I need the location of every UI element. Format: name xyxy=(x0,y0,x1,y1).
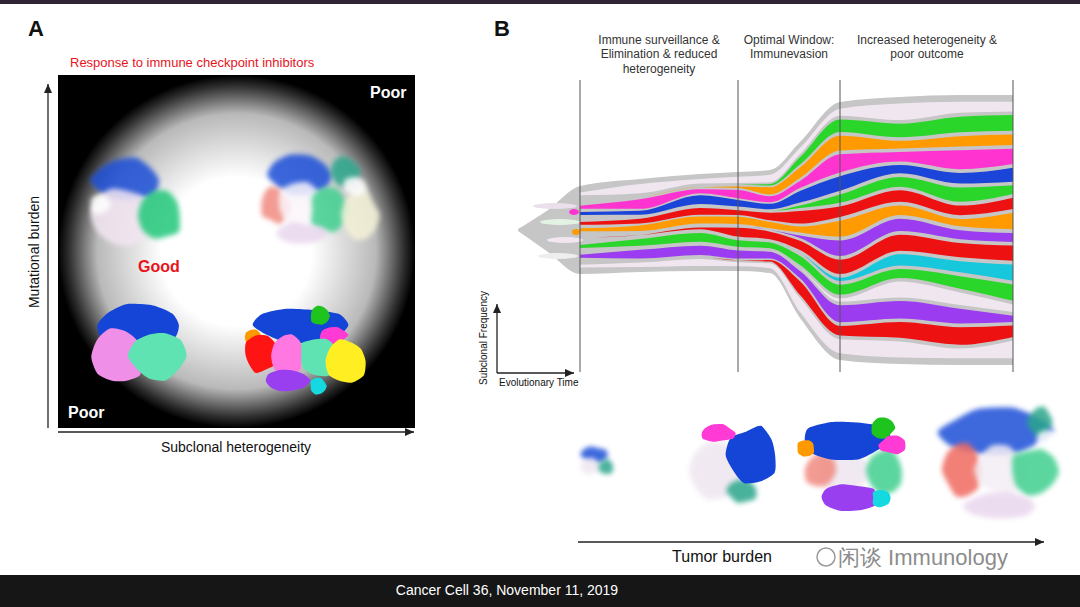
phase-divider xyxy=(738,80,739,372)
phase-header: Immune surveillance & Elimination & redu… xyxy=(584,33,734,76)
axis-label: Subclonal Frequency xyxy=(478,291,490,385)
phase-divider xyxy=(1013,80,1014,372)
watermark-icon xyxy=(817,548,835,566)
subclone xyxy=(871,417,895,438)
arrow-head xyxy=(493,304,501,313)
subclone xyxy=(797,440,814,456)
panel-letter: B xyxy=(494,16,510,42)
subclone xyxy=(266,370,311,391)
axis-line xyxy=(496,304,497,373)
blurred-subclone xyxy=(276,222,328,243)
panel-letter: A xyxy=(28,16,44,42)
axis-label: Mutational burden xyxy=(26,196,43,308)
citation-text: Cancer Cell 36, November 11, 2019 xyxy=(396,582,618,599)
subclone-band xyxy=(580,259,1013,358)
response-panel: PoorGoodPoor xyxy=(58,75,415,428)
axis-line xyxy=(497,372,574,373)
response-label: Good xyxy=(138,257,180,276)
blurred-subclone xyxy=(866,449,902,494)
watermark: 闲谈 Immunology xyxy=(838,545,1008,571)
subclone xyxy=(702,424,736,442)
subclone xyxy=(311,378,327,395)
blurred-subclone xyxy=(581,458,600,474)
early-subclone xyxy=(572,229,580,235)
subclone xyxy=(873,490,891,507)
arrow-head xyxy=(44,84,52,93)
axis-line xyxy=(58,431,414,432)
early-subclone xyxy=(540,219,580,225)
axes xyxy=(44,84,1044,546)
early-subclone xyxy=(547,237,583,243)
subclone xyxy=(822,484,876,511)
arrow-head xyxy=(565,369,574,377)
blurred-subclone xyxy=(598,459,613,474)
subclone xyxy=(878,435,905,454)
phase-header: Increased heterogeneity & poor outcome xyxy=(844,33,1010,62)
fish-plot xyxy=(518,95,1013,365)
arrow-head xyxy=(1035,538,1044,546)
subclone xyxy=(311,306,330,325)
response-label: Poor xyxy=(370,83,406,102)
early-subclone xyxy=(569,209,579,215)
blurred-subclone xyxy=(1012,449,1059,495)
axis-label: Subclonal heterogeneity xyxy=(161,439,311,456)
chart-title: Response to immune checkpoint inhibitors xyxy=(70,55,314,71)
phase-divider xyxy=(840,80,841,372)
phase-header: Optimal Window: Immunevasion xyxy=(740,33,838,62)
subclone xyxy=(128,333,187,381)
blurred-subclone xyxy=(341,188,379,240)
axis-line xyxy=(578,541,1044,542)
source-band: Cancer Cell 36, November 11, 2019 xyxy=(0,575,1080,607)
early-subclone xyxy=(538,253,578,259)
axis-line xyxy=(47,84,48,428)
axis-label: Tumor burden xyxy=(672,547,772,566)
blurred-subclone xyxy=(343,177,366,196)
tumor-envelope xyxy=(518,95,1013,365)
phase-divider xyxy=(580,80,581,372)
top-strip xyxy=(0,0,1080,4)
early-subclone xyxy=(533,203,577,209)
arrow-head xyxy=(405,428,414,436)
response-label: Poor xyxy=(68,403,104,422)
blurred-subclone xyxy=(91,195,111,215)
panel-background xyxy=(58,75,415,428)
axis-label: Evolutionary Time xyxy=(499,377,578,389)
blurred-subclone xyxy=(963,492,1035,518)
blurred-subclone xyxy=(138,190,180,238)
subclone xyxy=(326,339,366,383)
